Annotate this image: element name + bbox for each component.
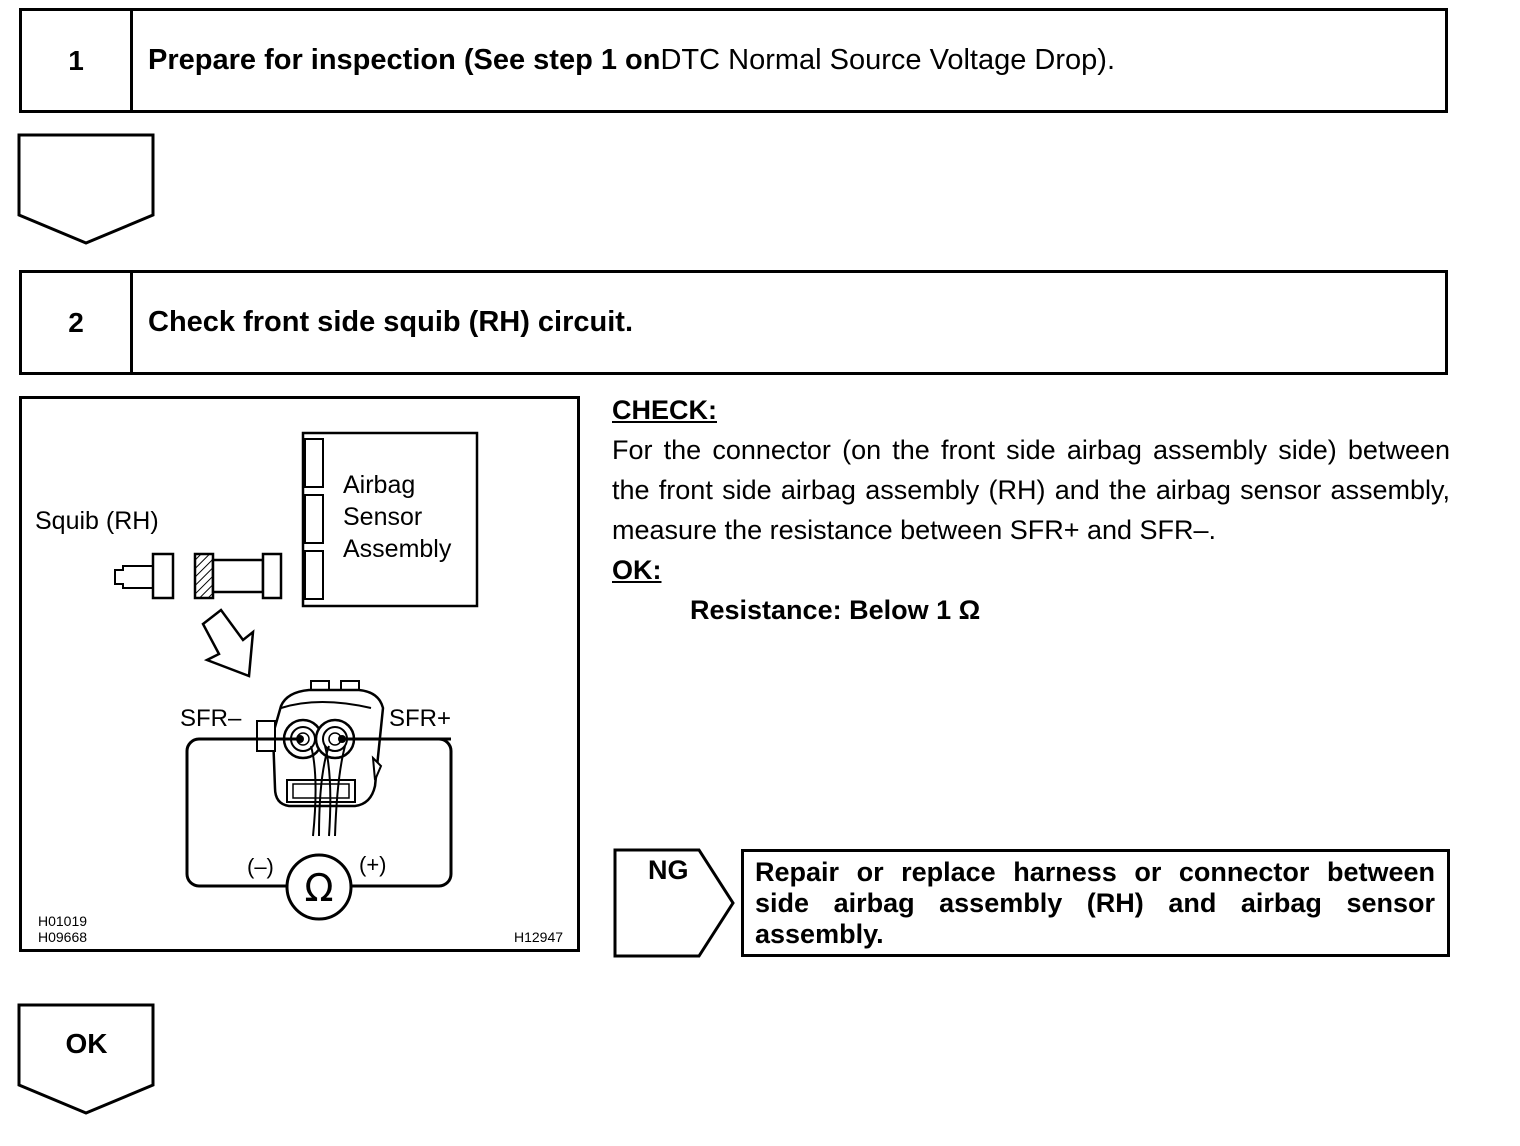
figure-code-3: H12947 xyxy=(514,929,563,945)
flow-arrow-down-icon xyxy=(17,133,155,245)
ng-arrow-right-icon xyxy=(613,848,735,958)
ohmmeter-icon xyxy=(285,853,353,921)
sfr-minus-label: SFR– xyxy=(180,705,242,732)
ng-label: NG xyxy=(648,855,689,885)
ok-arrow-down-icon xyxy=(17,1003,155,1115)
airbag-sensor-assembly-box xyxy=(301,431,479,608)
step-2-box: 2 Check front side squib (RH) circuit. xyxy=(19,270,1448,375)
step-1-number: 1 xyxy=(22,11,133,110)
sensor-label-1: Airbag xyxy=(343,471,415,499)
figure-code-2: H09668 xyxy=(38,929,87,945)
connector-diagram: Airbag Sensor Assembly Squib (RH) SFR– S… xyxy=(19,396,580,952)
meter-plus-label: (+) xyxy=(359,852,387,877)
ok-heading: OK: xyxy=(612,555,662,585)
harness-segment-icon xyxy=(211,558,265,594)
step-2-number: 2 xyxy=(22,273,133,372)
sensor-slot-icon xyxy=(304,438,324,488)
sensor-slot-icon xyxy=(304,550,324,600)
check-heading: CHECK: xyxy=(612,395,717,425)
figure-frame xyxy=(19,396,580,952)
harness-connector-icon xyxy=(261,552,283,600)
meter-minus-label: (–) xyxy=(247,854,274,879)
resistance-spec: Resistance: Below 1 Ω xyxy=(690,595,981,625)
connector-body-icon xyxy=(256,680,385,808)
figure-code-1: H01019 xyxy=(38,913,87,929)
squib-plug-icon xyxy=(114,565,154,589)
ng-action-box xyxy=(741,849,1450,957)
hollow-arrow-icon xyxy=(201,608,255,678)
step-1-title-link: DTC Normal Source Voltage Drop xyxy=(660,44,1098,76)
squib-label: Squib (RH) xyxy=(35,507,159,535)
step-1-title: Prepare for inspection (See step 1 on DT… xyxy=(148,11,1115,110)
check-section: CHECK: For the connector (on the front s… xyxy=(612,390,1450,630)
step-1-title-end: ). xyxy=(1097,44,1115,76)
check-body: For the connector (on the front side air… xyxy=(612,435,1450,545)
step-1-box: 1 Prepare for inspection (See step 1 on … xyxy=(19,8,1448,113)
sensor-slot-icon xyxy=(304,494,324,544)
ng-action-text: Repair or replace harness or connector b… xyxy=(755,857,1435,949)
hatched-connector-icon xyxy=(193,552,215,600)
sensor-label-3: Assembly xyxy=(343,535,452,563)
step-2-title: Check front side squib (RH) circuit. xyxy=(148,306,633,338)
squib-connector-icon xyxy=(151,552,175,600)
sensor-label-2: Sensor xyxy=(343,503,422,531)
step-1-title-bold: Prepare for inspection (See step 1 on xyxy=(148,44,661,76)
sfr-plus-label: SFR+ xyxy=(389,705,451,732)
ohm-symbol: Ω xyxy=(304,866,333,910)
ok-label: OK xyxy=(65,1028,108,1059)
